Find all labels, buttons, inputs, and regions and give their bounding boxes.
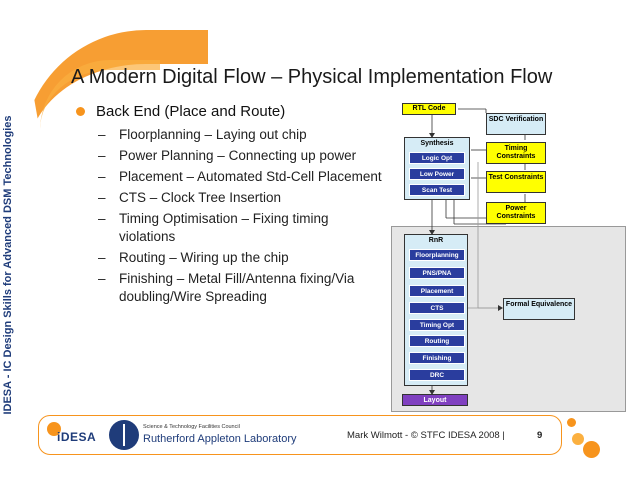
sdc-verification-box: SDC Verification bbox=[486, 113, 546, 135]
formal-equivalence-box: Formal Equivalence bbox=[503, 298, 575, 320]
dash: – bbox=[98, 190, 106, 205]
sub-item: –Routing – Wiring up the chip bbox=[74, 249, 384, 267]
footer-bar: iDESA Science & Technology Facilities Co… bbox=[38, 415, 562, 455]
dash: – bbox=[98, 250, 106, 265]
layout-label: Layout bbox=[423, 397, 447, 404]
dash: – bbox=[98, 271, 106, 286]
decorative-circle bbox=[583, 441, 600, 458]
flow-diagram: RTL Code SDC Verification Synthesis Logi… bbox=[388, 100, 628, 412]
sub-item: –Placement – Automated Std-Cell Placemen… bbox=[74, 168, 384, 186]
rnr-step: Finishing bbox=[409, 352, 465, 364]
timing-constraints-box: Timing Constraints bbox=[486, 142, 546, 164]
idesa-logo-dot-icon bbox=[47, 422, 61, 436]
sub-item: –Power Planning – Connecting up power bbox=[74, 147, 384, 165]
sub-item-text: Finishing – Metal Fill/Antenna fixing/Vi… bbox=[119, 271, 355, 304]
rnr-step: PNS/PNA bbox=[409, 267, 465, 279]
stfc-logo bbox=[109, 420, 139, 450]
sub-item-text: Timing Optimisation – Fixing timing viol… bbox=[119, 211, 329, 244]
rtl-code-box: RTL Code bbox=[402, 103, 456, 115]
rtl-code-label: RTL Code bbox=[412, 105, 446, 112]
side-label: IDESA - IC Design Skills for Advanced DS… bbox=[2, 100, 24, 430]
bullet-dot-icon bbox=[76, 107, 85, 116]
sub-item-text: Floorplanning – Laying out chip bbox=[119, 127, 307, 142]
sub-item-text: Power Planning – Connecting up power bbox=[119, 148, 357, 163]
synthesis-step: Scan Test bbox=[409, 184, 465, 196]
slide-title: A Modern Digital Flow – Physical Impleme… bbox=[71, 66, 553, 88]
rnr-box: RnR Floorplanning PNS/PNA Placement CTS … bbox=[404, 234, 468, 386]
idesa-logo-text: iDESA bbox=[57, 430, 97, 444]
layout-box: Layout bbox=[402, 394, 468, 406]
decorative-arc-inner bbox=[40, 60, 160, 130]
rnr-step: Placement bbox=[409, 285, 465, 297]
stfc-logo-ray bbox=[123, 424, 125, 446]
synthesis-step: Low Power bbox=[409, 168, 465, 180]
power-constraints-label: Power Constraints bbox=[496, 205, 536, 220]
sub-item-text: Placement – Automated Std-Cell Placement bbox=[119, 169, 382, 184]
sub-item: –Finishing – Metal Fill/Antenna fixing/V… bbox=[74, 270, 384, 306]
page-number: 9 bbox=[537, 430, 543, 441]
decorative-circle bbox=[572, 433, 584, 445]
synthesis-step: Logic Opt bbox=[409, 152, 465, 164]
bullet-list: Back End (Place and Route) –Floorplannin… bbox=[74, 103, 384, 309]
dash: – bbox=[98, 169, 106, 184]
sub-item-text: CTS – Clock Tree Insertion bbox=[119, 190, 282, 205]
dash: – bbox=[98, 127, 106, 142]
rnr-step: CTS bbox=[409, 302, 465, 314]
rnr-step: Timing Opt bbox=[409, 319, 465, 331]
idesa-logo: iDESA bbox=[47, 422, 99, 448]
dash: – bbox=[98, 211, 106, 226]
decorative-circle bbox=[567, 418, 576, 427]
rnr-label: RnR bbox=[428, 237, 444, 244]
timing-constraints-label: Timing Constraints bbox=[496, 145, 536, 160]
sub-item: –Floorplanning – Laying out chip bbox=[74, 126, 384, 144]
rnr-step: Routing bbox=[409, 335, 465, 347]
sdc-verification-label: SDC Verification bbox=[488, 116, 544, 123]
dash: – bbox=[98, 148, 106, 163]
power-constraints-box: Power Constraints bbox=[486, 202, 546, 224]
test-constraints-label: Test Constraints bbox=[488, 174, 544, 181]
sub-item: –Timing Optimisation – Fixing timing vio… bbox=[74, 210, 384, 246]
formal-equivalence-label: Formal Equivalence bbox=[505, 301, 573, 308]
footer-credit: Mark Wilmott - © STFC IDESA 2008 | bbox=[347, 430, 505, 441]
sub-item-text: Routing – Wiring up the chip bbox=[119, 250, 289, 265]
main-bullet: Back End (Place and Route) bbox=[74, 103, 384, 120]
test-constraints-box: Test Constraints bbox=[486, 171, 546, 193]
flow-arrows bbox=[429, 108, 526, 395]
sub-item: –CTS – Clock Tree Insertion bbox=[74, 189, 384, 207]
stfc-lab-name: Rutherford Appleton Laboratory bbox=[143, 433, 297, 445]
rnr-step: DRC bbox=[409, 369, 465, 381]
synthesis-label: Synthesis bbox=[420, 140, 454, 147]
side-label-text: IDESA - IC Design Skills for Advanced DS… bbox=[2, 115, 14, 415]
synthesis-box: Synthesis Logic Opt Low Power Scan Test bbox=[404, 137, 470, 200]
stfc-council-text: Science & Technology Facilities Council bbox=[143, 424, 240, 430]
main-bullet-text: Back End (Place and Route) bbox=[96, 103, 286, 120]
rnr-step: Floorplanning bbox=[409, 249, 465, 261]
